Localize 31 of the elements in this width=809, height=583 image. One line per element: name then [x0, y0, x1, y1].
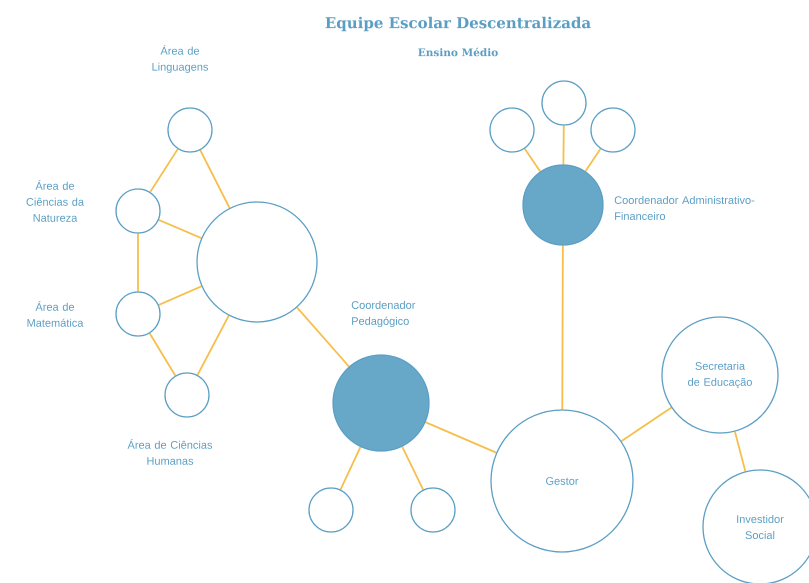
circle-node	[590, 107, 636, 153]
connector-line	[149, 148, 179, 192]
connector-line	[734, 431, 746, 472]
node-label: Coordenador Administrativo-Financeiro	[614, 196, 754, 220]
node-label: Área de Ciências da Natureza	[26, 180, 84, 222]
circle-node	[489, 107, 535, 153]
circle-node	[410, 487, 456, 533]
connector-line	[296, 306, 350, 368]
connector-line	[524, 148, 541, 172]
connector-line	[199, 150, 230, 208]
node-label: Área de Ciências Humanas	[128, 439, 212, 465]
subtitle: Ensino Médio	[418, 48, 498, 56]
connector-line	[158, 285, 202, 306]
connector-line	[562, 126, 565, 164]
connector-line	[561, 246, 564, 410]
circle-node	[541, 80, 587, 126]
node-label: Área de Matemática	[28, 301, 84, 327]
connector-line	[196, 315, 230, 376]
connector-line	[401, 446, 424, 490]
connector-line	[621, 406, 672, 442]
connector-line	[158, 219, 202, 239]
node-label: Coordenador Pedagógico	[352, 300, 416, 328]
connector-line	[584, 148, 602, 172]
connector-line	[148, 332, 176, 376]
connector-line	[425, 421, 497, 454]
title: Equipe Escolar Descentralizada	[326, 16, 591, 32]
node-label: Área de Linguagens	[152, 45, 208, 73]
connector-line	[340, 446, 362, 490]
circle-node	[196, 201, 318, 323]
connector-line	[137, 234, 139, 292]
circle-node	[308, 487, 354, 533]
